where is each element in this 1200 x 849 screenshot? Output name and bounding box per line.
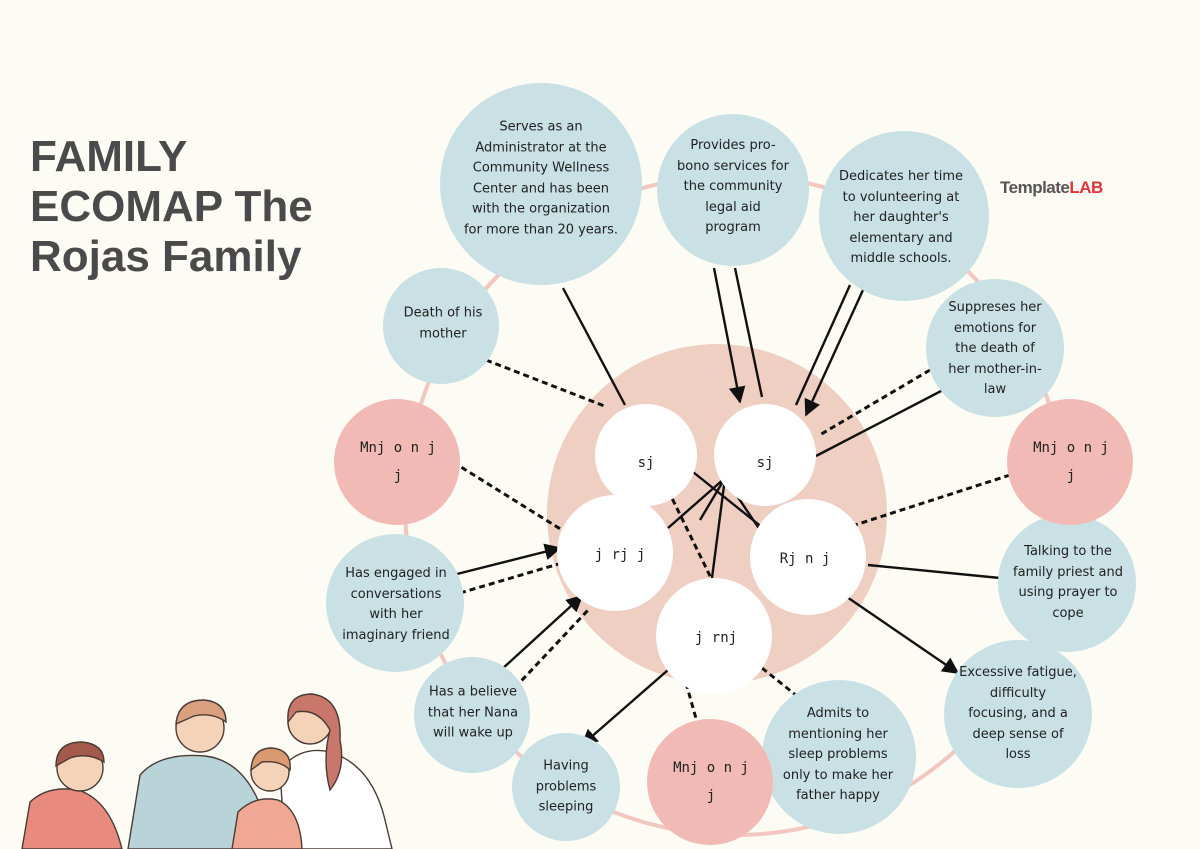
- family-member-label: j rj j: [594, 546, 646, 563]
- connection-line: [489, 594, 584, 681]
- resource-label: Provides pro-bono services for the commu…: [677, 137, 789, 235]
- resource-node-death-of-mother: [383, 268, 499, 384]
- page-title: FAMILY ECOMAP The Rojas Family: [30, 132, 313, 281]
- connection-line: [843, 594, 960, 674]
- resource-label: Talking to the family priest and using p…: [1013, 544, 1123, 621]
- resource-label: Admits to mentioning her sleep problems …: [782, 705, 894, 803]
- resource-label: Dedicates her time to volunteering at he…: [838, 168, 964, 266]
- connection-line: [561, 287, 627, 406]
- relative-node-bottom: [647, 719, 773, 845]
- resource-node-excessive-fatigue: [944, 640, 1092, 788]
- resource-node-volunteering: [819, 131, 989, 301]
- connection-line: [667, 477, 726, 529]
- family-node-1: [595, 404, 697, 506]
- connection-line: [804, 289, 865, 417]
- resource-label: Has a believe that her Nana will wake up: [427, 684, 519, 741]
- resource-node-having-problems-sleeping: [512, 733, 620, 841]
- connection-line: [684, 682, 699, 723]
- family-node-5: [656, 578, 772, 694]
- connection-line: [815, 388, 944, 458]
- relative-node-left: [334, 399, 460, 525]
- connection-line: [817, 368, 931, 438]
- resource-node-administrator: [440, 83, 642, 285]
- connection-line: [666, 489, 714, 581]
- resource-label: Excessive fatigue, difficulty focusing, …: [959, 664, 1077, 762]
- illustration-father-hair: [175, 699, 227, 726]
- resource-label: Suppreses her emotions for the death of …: [948, 299, 1042, 397]
- family-member-label: Rj n j: [779, 550, 831, 567]
- resource-node-imaginary-friend: [326, 534, 464, 672]
- illustration-girl-hair: [250, 747, 291, 772]
- resource-node-talking-priest: [998, 514, 1136, 652]
- illustration-boy-body: [21, 788, 123, 849]
- illustration-father-body: [127, 754, 267, 849]
- connection-line: [867, 563, 1001, 580]
- connection-line: [580, 669, 669, 747]
- connection-line: [452, 543, 562, 577]
- resource-node-legal-aid: [657, 114, 809, 266]
- connection-line: [687, 467, 764, 529]
- resource-node-nana-believe: [414, 657, 530, 773]
- illustration-boy-hair: [55, 741, 105, 768]
- connection-line: [854, 473, 1011, 527]
- logo-text-template: Template: [1000, 178, 1070, 197]
- family-member-label: sj: [756, 454, 774, 471]
- family-member-label: sj: [637, 454, 655, 471]
- family-node-4: [750, 499, 866, 615]
- logo-text-lab: LAB: [1069, 178, 1103, 197]
- connection-line: [794, 284, 852, 406]
- resource-label: Has engaged in conversations with her im…: [342, 566, 450, 643]
- relative-label: Mnj o n j j: [1033, 440, 1109, 484]
- connection-line: [459, 561, 563, 595]
- relative-node-right: [1007, 399, 1133, 525]
- family-node-2: [714, 404, 816, 506]
- family-node-3: [557, 495, 673, 611]
- templatelab-logo: TemplateLAB: [1000, 178, 1103, 198]
- connection-line: [712, 267, 746, 404]
- resource-node-suppresses-emotions: [926, 279, 1064, 417]
- resource-label: Serves as an Administrator at the Commun…: [463, 119, 619, 238]
- family-illustration: [21, 693, 393, 849]
- relative-label: Mnj o n j j: [360, 440, 436, 484]
- resource-node-admits-sleep-problems: [762, 680, 916, 834]
- connection-line: [733, 267, 764, 398]
- connection-line: [485, 358, 608, 409]
- connection-line: [452, 460, 563, 532]
- connection-line: [698, 477, 727, 521]
- resource-label: Death of his mother: [403, 305, 483, 342]
- illustration-girl-body: [231, 798, 303, 849]
- relative-label: Mnj o n j j: [673, 760, 749, 804]
- illustration-mother-hair: [287, 693, 343, 792]
- family-member-label: j rnj: [694, 629, 738, 646]
- resource-label: Having problems sleeping: [535, 758, 597, 815]
